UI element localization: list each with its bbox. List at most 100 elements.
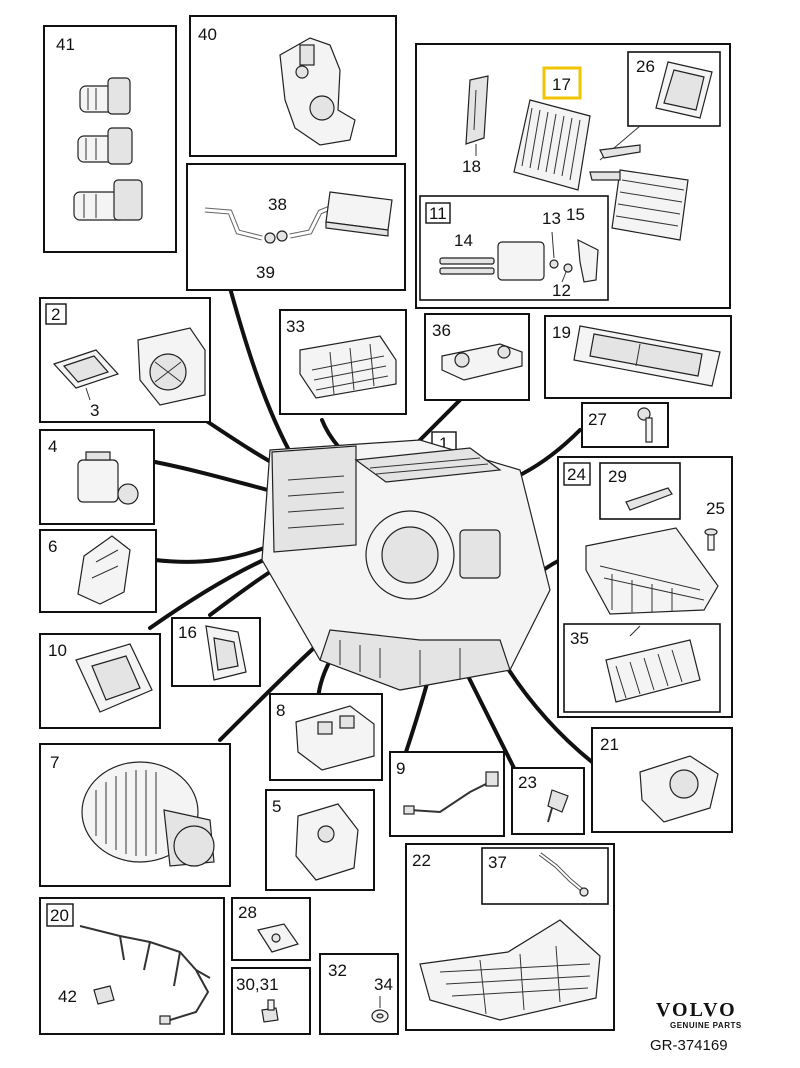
wiring-harness-icon — [79, 925, 211, 1025]
callout-9: 9 — [396, 759, 405, 778]
callout-41: 41 — [56, 35, 75, 54]
sensor-cable-icon — [547, 789, 569, 823]
panel-22: 22 37 — [405, 843, 615, 1031]
callout-33: 33 — [286, 317, 305, 336]
panel-27: 27 — [581, 402, 669, 448]
callout-1: 1 — [439, 434, 448, 453]
callout-32: 32 — [328, 961, 347, 980]
servo-motor-icon — [639, 755, 719, 823]
filter-cover-icon — [465, 75, 489, 145]
bottom-tray-icon — [419, 919, 601, 1021]
callout-20: 20 — [50, 906, 69, 925]
callout-18: 18 — [462, 157, 481, 176]
panel-filter-group: 18 17 26 11 13 — [415, 43, 731, 309]
callout-39: 39 — [256, 263, 275, 282]
control-module-icon — [295, 705, 375, 771]
callout-26: 26 — [636, 57, 655, 76]
panel-7: 7 — [39, 743, 231, 887]
callout-21: 21 — [600, 735, 619, 754]
callout-19: 19 — [552, 323, 571, 342]
panel-40: 40 — [189, 15, 397, 157]
callout-27: 27 — [588, 410, 607, 429]
seal-gasket-icon — [52, 349, 120, 401]
panel-23: 23 — [511, 767, 585, 835]
sensor-icon — [637, 407, 653, 443]
panel-19: 19 — [544, 315, 732, 399]
drain-hose-icon — [538, 852, 589, 897]
panel-24: 24 29 25 35 — [557, 456, 733, 718]
panel-6: 6 — [39, 529, 157, 613]
heater-core-icon — [589, 125, 689, 241]
callout-20-frame: 20 — [46, 903, 74, 927]
connector-parts-icon — [73, 77, 143, 221]
panel-38-39: 38 39 — [186, 163, 406, 291]
flap-motor-icon — [295, 803, 359, 881]
duct-bracket-icon — [77, 535, 131, 605]
callout-2-frame: 2 — [45, 303, 67, 325]
flap-assembly-icon — [299, 335, 397, 399]
brand-logo: VOLVO — [656, 999, 737, 1021]
bolt-icon — [261, 999, 279, 1023]
filter-frame-icon — [655, 61, 713, 119]
callout-12: 12 — [552, 281, 571, 300]
ptc-heater-icon — [605, 625, 701, 703]
callout-24: 24 — [567, 465, 586, 484]
callout-15: 15 — [566, 205, 585, 224]
panel-4: 4 — [39, 429, 155, 525]
clip-part-icon — [625, 487, 673, 511]
actuator-motor-icon — [77, 451, 139, 505]
callout-29: 29 — [608, 467, 627, 486]
callout-6: 6 — [48, 537, 57, 556]
callout-7: 7 — [50, 753, 59, 772]
callout-28: 28 — [238, 903, 257, 922]
brand-subtitle: GENUINE PARTS — [670, 1021, 742, 1030]
bracket-housing-icon — [279, 37, 356, 146]
callout-17: 17 — [552, 75, 571, 94]
seal-plate-icon — [441, 343, 523, 381]
washer-icon — [371, 996, 389, 1023]
callout-35: 35 — [570, 629, 589, 648]
callout-42: 42 — [58, 987, 77, 1006]
blower-fan-icon — [81, 761, 215, 867]
panel-28: 28 — [231, 897, 311, 961]
brand-block: VOLVO GENUINE PARTS GR-374169 — [650, 999, 742, 1054]
blower-housing-icon — [137, 327, 206, 406]
grommet-icon — [205, 625, 247, 681]
screw-icon — [704, 528, 718, 551]
callout-24-frame: 24 — [563, 462, 591, 486]
clip-nut-icon — [257, 923, 299, 953]
callout-11: 11 — [429, 204, 447, 223]
panel-9: 9 — [389, 751, 505, 837]
panel-5: 5 — [265, 789, 375, 891]
cabin-filter-icon — [513, 99, 591, 191]
callout-13: 13 — [542, 209, 561, 228]
panel-8: 8 — [269, 693, 383, 781]
callout-37: 37 — [488, 853, 507, 872]
callout-10: 10 — [48, 641, 67, 660]
panel-10: 10 — [39, 633, 161, 729]
callout-3: 3 — [90, 401, 99, 420]
pipe-evaporator-icon — [204, 191, 393, 244]
callout-4: 4 — [48, 437, 57, 456]
panel-16: 16 — [171, 617, 261, 687]
panel-30-31: 30,31 — [231, 967, 311, 1035]
callout-34: 34 — [374, 975, 393, 994]
panel-36: 36 — [424, 313, 530, 401]
panel-32-34: 32 34 — [319, 953, 399, 1035]
panel-41: 41 — [43, 25, 177, 253]
expansion-valve-icon — [439, 231, 599, 283]
callout-40: 40 — [198, 25, 217, 44]
heater-housing-icon — [585, 527, 719, 615]
callout-30-31: 30,31 — [236, 975, 279, 994]
callout-11-frame: 11 — [425, 202, 451, 224]
wiring-lead-icon — [403, 771, 499, 815]
hvac-unit-icon — [261, 439, 551, 691]
callout-23: 23 — [518, 773, 537, 792]
panel-21: 21 — [591, 727, 733, 833]
panel-20: 20 42 — [39, 897, 225, 1035]
panel-2: 2 3 — [39, 297, 211, 423]
adapter-duct-icon — [75, 643, 153, 713]
callout-14: 14 — [454, 231, 473, 250]
gasket-frame-icon — [573, 325, 721, 387]
